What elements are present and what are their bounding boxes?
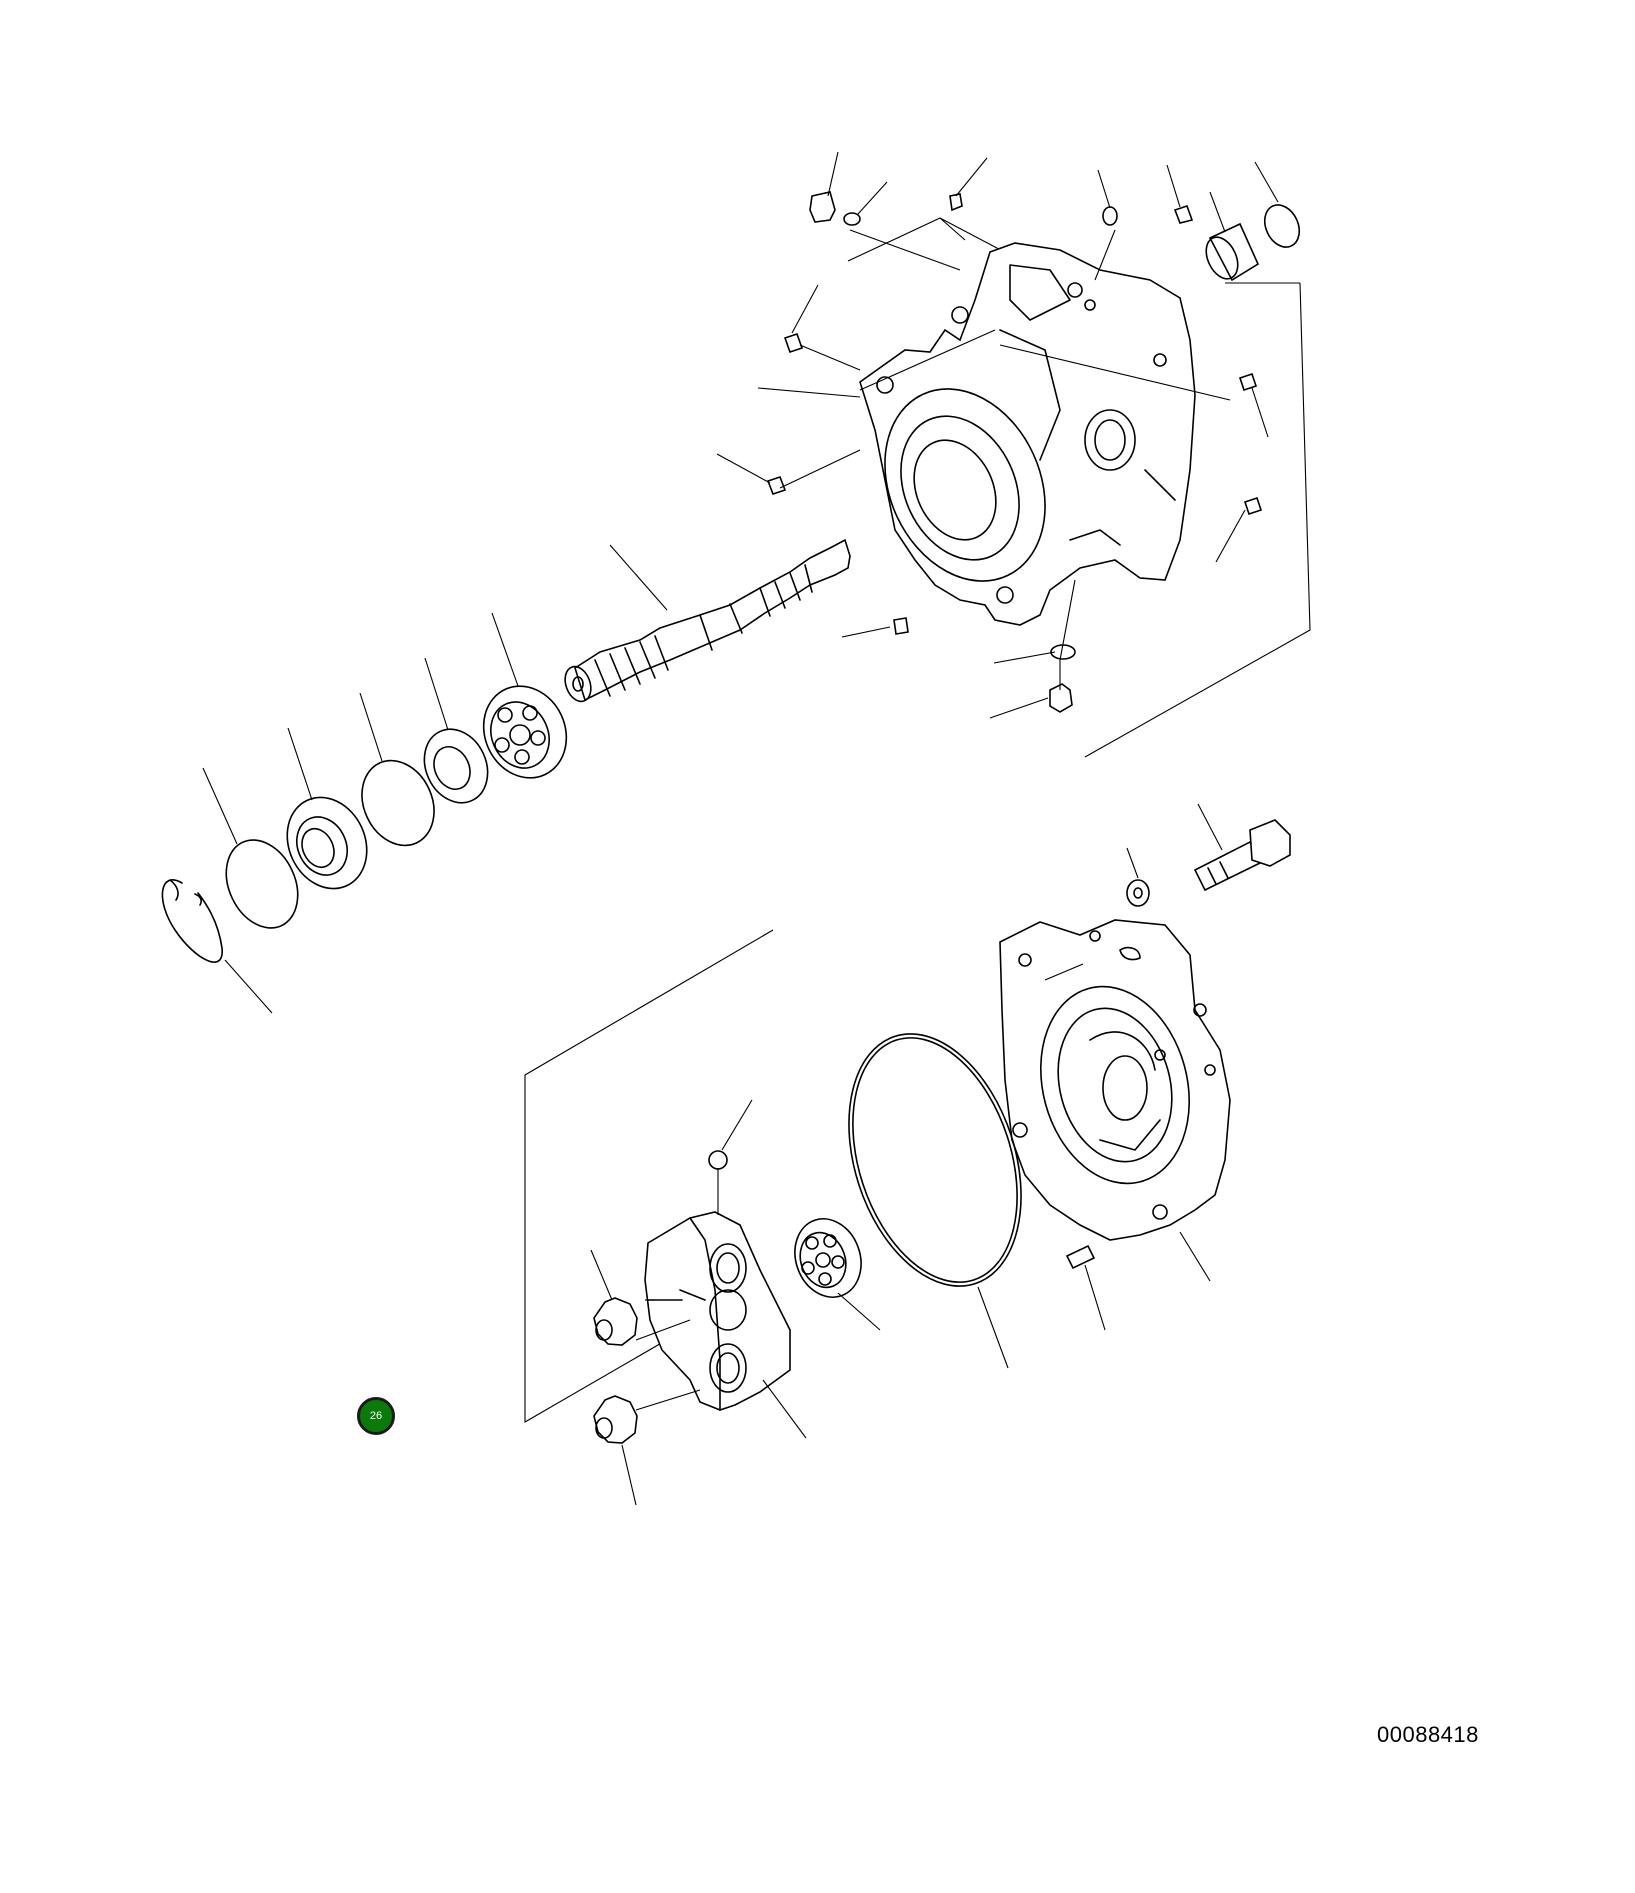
callout-marker-26[interactable]: 26 bbox=[357, 1397, 395, 1435]
o-ring bbox=[361, 759, 435, 847]
valve-block bbox=[644, 1211, 791, 1411]
drive-shaft bbox=[564, 538, 851, 703]
dowel-pin bbox=[1065, 1244, 1096, 1270]
upper-guides bbox=[779, 229, 1231, 690]
seal-ring bbox=[225, 839, 299, 929]
lower-leaders bbox=[590, 803, 1223, 1506]
check-ball bbox=[708, 1150, 728, 1170]
callout-marker-label: 26 bbox=[369, 1409, 383, 1422]
lower-bearing bbox=[794, 1218, 862, 1298]
circlip bbox=[161, 879, 223, 963]
large-bearing bbox=[482, 685, 568, 779]
upper-leaders bbox=[202, 151, 1279, 1014]
drawing-number: 00088418 bbox=[1377, 1722, 1479, 1747]
pump-housing bbox=[859, 242, 1196, 626]
washer bbox=[1126, 879, 1150, 907]
oil-seal bbox=[286, 796, 368, 890]
small-bearing bbox=[423, 728, 489, 804]
end-cover bbox=[999, 919, 1231, 1241]
cover-o-ring bbox=[848, 1033, 1022, 1287]
bolt bbox=[1193, 819, 1291, 892]
lower-guides bbox=[635, 963, 1084, 1411]
lower-group-bracket bbox=[524, 929, 774, 1423]
lower-assembly bbox=[524, 803, 1291, 1506]
top-fittings bbox=[766, 191, 1301, 713]
plugs bbox=[593, 1297, 638, 1444]
upper-assembly bbox=[161, 151, 1311, 1014]
